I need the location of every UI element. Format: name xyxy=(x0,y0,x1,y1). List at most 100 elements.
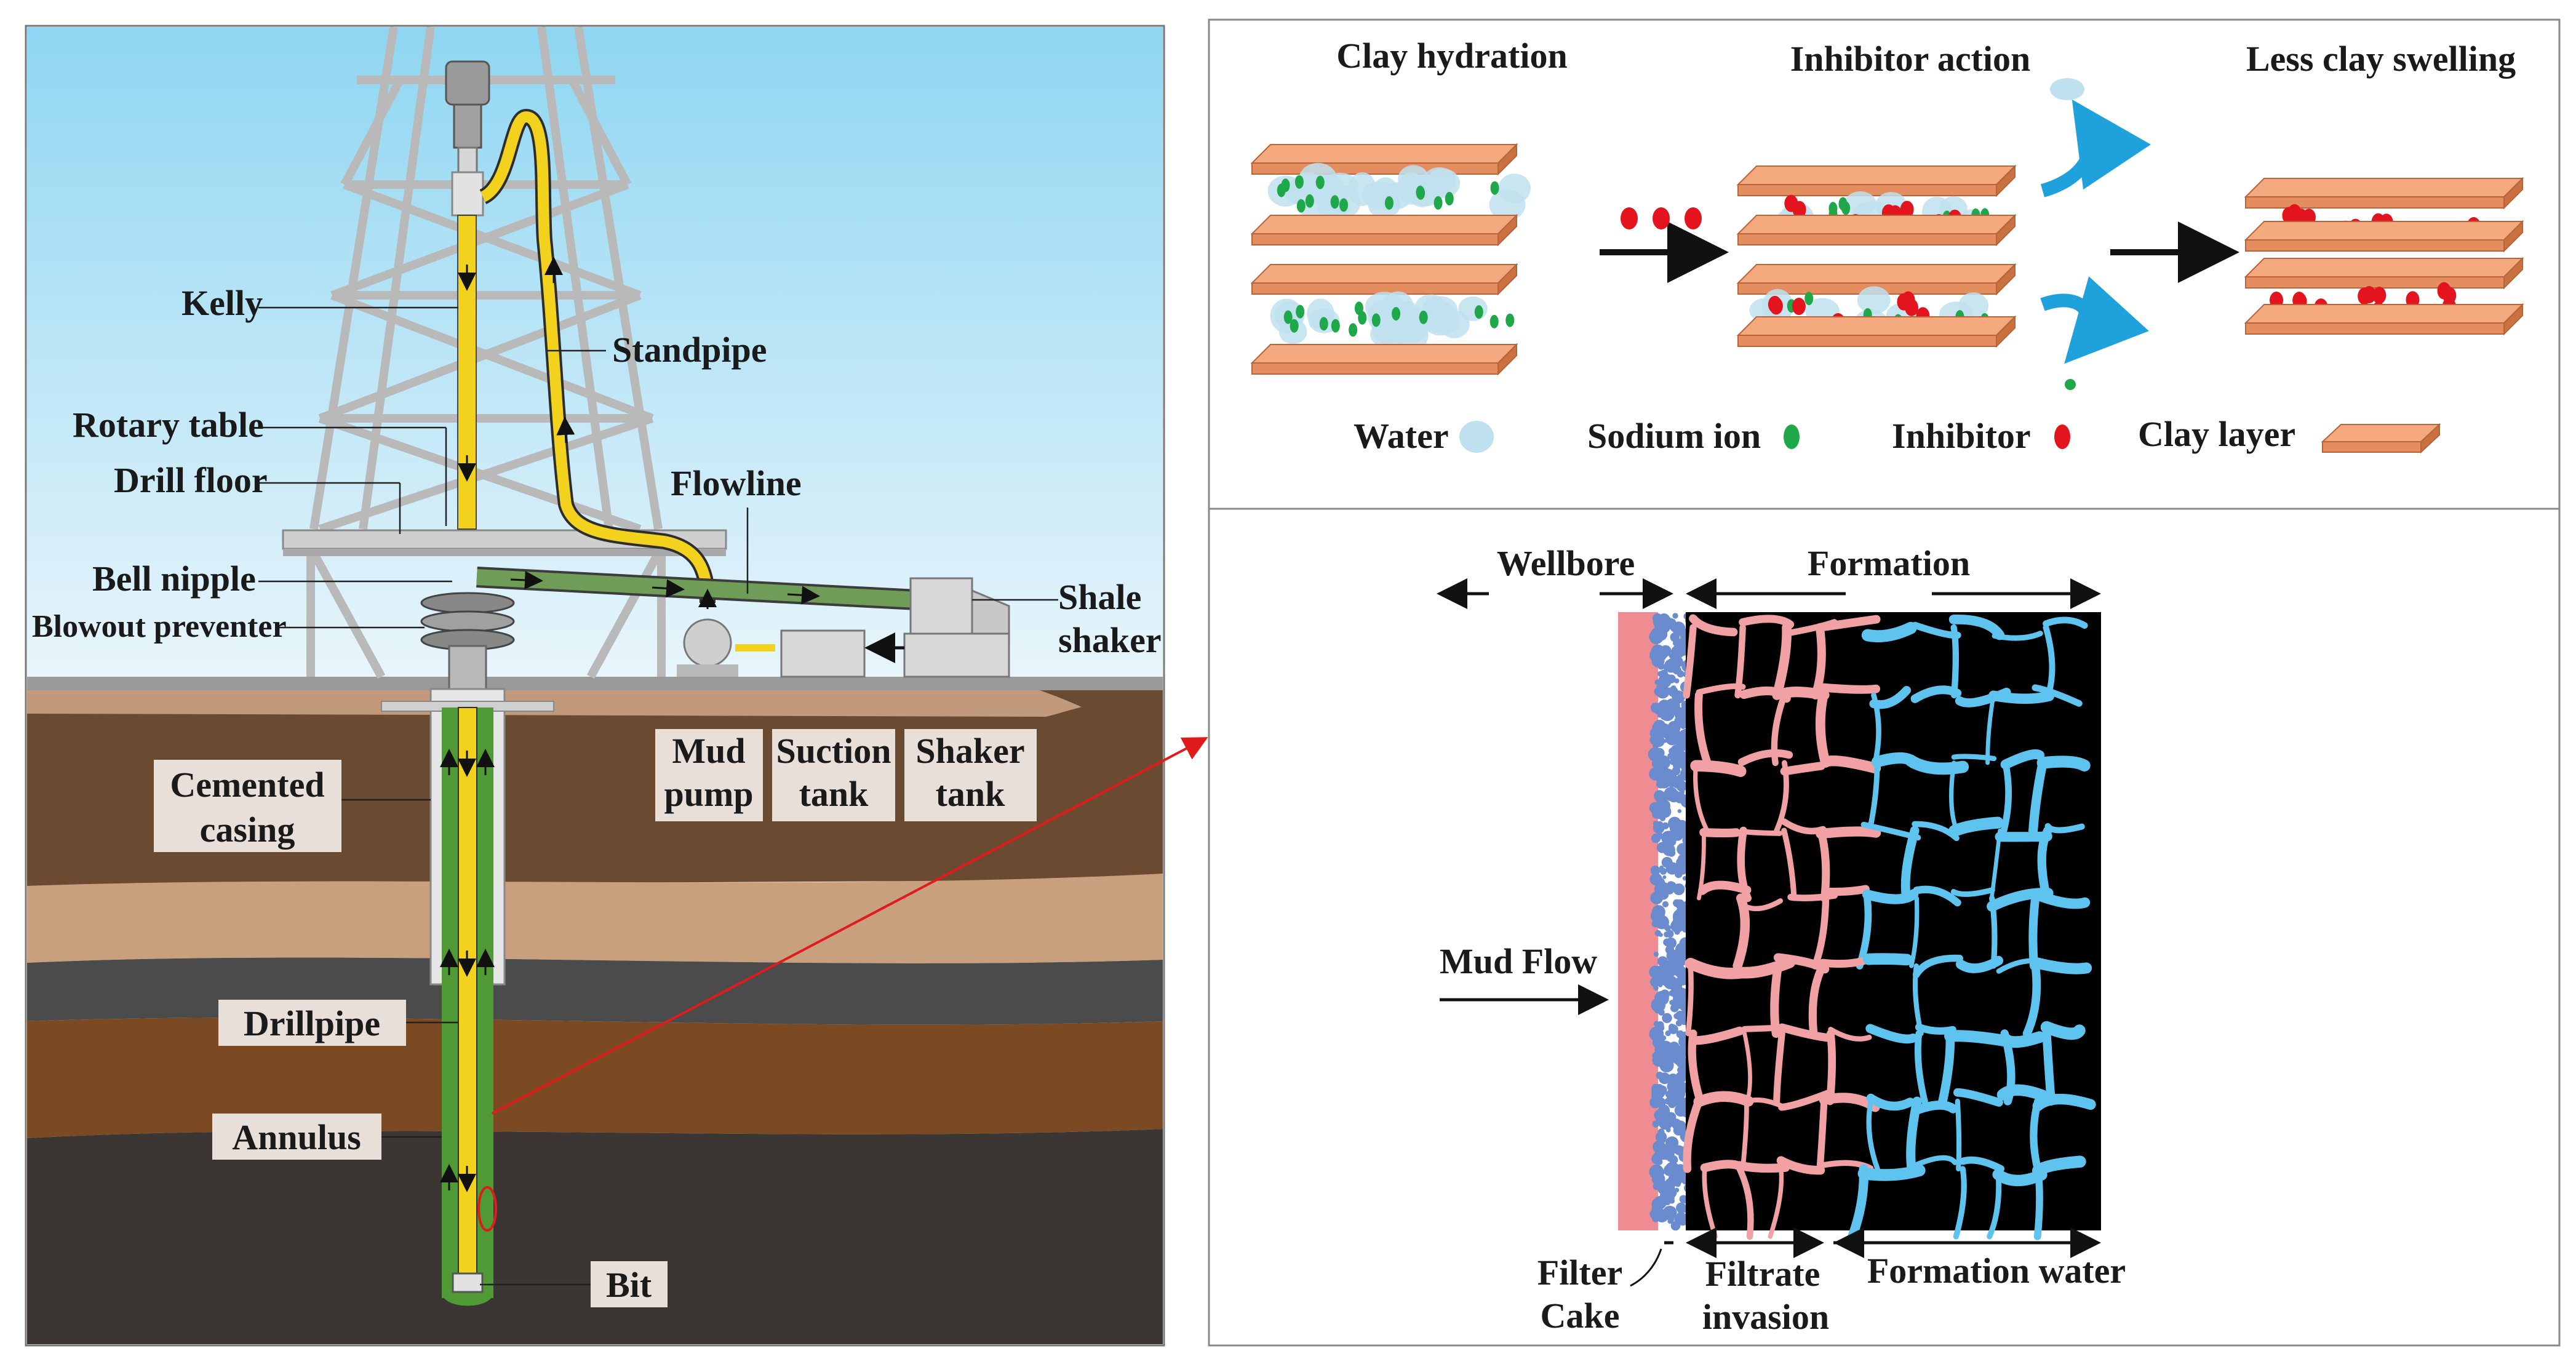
fracture xyxy=(2030,957,2092,974)
sodium-ion xyxy=(1841,201,1851,215)
fracture xyxy=(1685,957,1748,979)
fracture xyxy=(1815,690,1830,768)
cake-particle xyxy=(1663,1059,1672,1069)
label-annulus: Annulus xyxy=(232,1117,361,1157)
water-molecule xyxy=(1381,302,1419,334)
cake-particle xyxy=(1680,868,1686,875)
fracture xyxy=(1773,1030,1785,1105)
cake-particle xyxy=(1659,1040,1673,1054)
cake-particle xyxy=(1672,666,1681,675)
label-filter-cake-line2: Cake xyxy=(1541,1296,1620,1336)
clay-slab-side xyxy=(1996,213,2016,247)
clay-slab-side xyxy=(2503,220,2523,253)
cake-particle xyxy=(1669,821,1683,834)
filter-cake xyxy=(1618,612,1658,1230)
bit-box xyxy=(591,1261,668,1307)
cake-particles xyxy=(1648,612,1696,1231)
sodium-ion xyxy=(1349,323,1358,337)
inhibitor-molecule xyxy=(1900,201,1914,218)
fracture xyxy=(1866,1093,1915,1111)
fracture xyxy=(1685,963,1694,1037)
cake-particle xyxy=(1676,1030,1685,1038)
cake-particle xyxy=(1669,1198,1675,1204)
label-drillpipe: Drillpipe xyxy=(244,1003,380,1043)
cake-particle xyxy=(1678,1125,1688,1134)
cake-particle xyxy=(1674,678,1680,683)
label-suction-tank-line2: tank xyxy=(799,774,869,814)
filter-cake-leader xyxy=(1630,1248,1662,1287)
cake-particle xyxy=(1666,698,1678,711)
cake-particle xyxy=(1677,626,1685,635)
cake-particle xyxy=(1652,1094,1659,1101)
cake-particle xyxy=(1654,627,1668,641)
rig-panel-frame xyxy=(25,25,1165,1347)
fracture xyxy=(1904,754,1969,775)
cake-particle xyxy=(1667,1157,1672,1162)
cake-particle xyxy=(1669,1023,1675,1030)
derrick xyxy=(306,26,666,679)
clay-slab-top xyxy=(1736,316,2017,336)
cake-particle xyxy=(1665,930,1674,938)
mud-pump-base xyxy=(677,664,738,677)
drillpipe-box xyxy=(218,1000,406,1046)
cake-particle xyxy=(1669,747,1675,755)
fracture xyxy=(1914,1030,1928,1105)
cake-particle xyxy=(1657,1104,1670,1117)
fracture xyxy=(1953,1088,2003,1107)
fracture xyxy=(1996,1084,2049,1101)
clay-slab-top xyxy=(1250,264,1518,284)
clay-stacks xyxy=(1250,143,2524,376)
fracture xyxy=(1739,615,1795,629)
clay-slab-front xyxy=(1251,162,1499,175)
fracture xyxy=(1948,615,2005,640)
cake-particle xyxy=(1649,1026,1664,1042)
clay-slab-side xyxy=(1996,164,2016,197)
fracture xyxy=(2000,749,2045,770)
fracture xyxy=(2030,889,2091,909)
cake-particle xyxy=(1655,733,1664,742)
clay-slab-top xyxy=(1250,144,1518,164)
cake-particle xyxy=(1665,1030,1671,1037)
fracture xyxy=(1865,1024,1918,1044)
fracture xyxy=(1861,621,1917,643)
fracture xyxy=(1944,1030,2012,1047)
drillpipe xyxy=(458,707,477,1280)
cake-particle xyxy=(1672,656,1683,668)
label-shale-shaker-line1: Shale xyxy=(1058,577,1141,617)
label-suction-tank-line1: Suction xyxy=(776,731,891,771)
water-molecule xyxy=(1368,189,1401,219)
fracture xyxy=(1862,953,1913,966)
clay-slab-front xyxy=(1737,335,1997,347)
water-molecule xyxy=(1844,191,1876,217)
cake-particle xyxy=(1657,663,1665,670)
legend-water-label: Water xyxy=(1354,416,1449,456)
fracture xyxy=(1862,889,1919,904)
fracture xyxy=(1737,956,1796,979)
legend-inhibitor-icon xyxy=(2054,424,2070,449)
sodium-ion xyxy=(1339,198,1349,212)
cake-particle xyxy=(1649,976,1661,987)
fracture xyxy=(1768,1166,1784,1239)
cake-particle xyxy=(1658,805,1672,818)
cake-particle xyxy=(1681,1216,1685,1221)
cake-particle xyxy=(1649,1164,1664,1179)
water-released xyxy=(2050,78,2084,100)
fracture xyxy=(1693,760,1710,833)
cake-particle xyxy=(1673,883,1685,896)
cake-particle xyxy=(1671,1186,1675,1190)
clay-slab-side xyxy=(1996,315,2016,348)
leader-lines xyxy=(258,306,1058,1286)
fracture xyxy=(1992,631,2043,641)
label-cemented-casing-line1: Cemented xyxy=(170,765,324,805)
sodium-ion xyxy=(1489,314,1499,329)
cake-particle xyxy=(1661,831,1676,845)
clay-slab-side xyxy=(1497,213,1517,247)
label-shaker-tank-line1: Shaker xyxy=(915,731,1024,771)
cake-particle xyxy=(1651,833,1661,843)
mud-pump-box xyxy=(655,729,763,821)
title-less-clay-swelling: Less clay swelling xyxy=(2246,39,2516,79)
sodium-ion xyxy=(1319,317,1328,331)
cake-particle xyxy=(1668,737,1673,742)
cake-particle xyxy=(1670,760,1675,765)
